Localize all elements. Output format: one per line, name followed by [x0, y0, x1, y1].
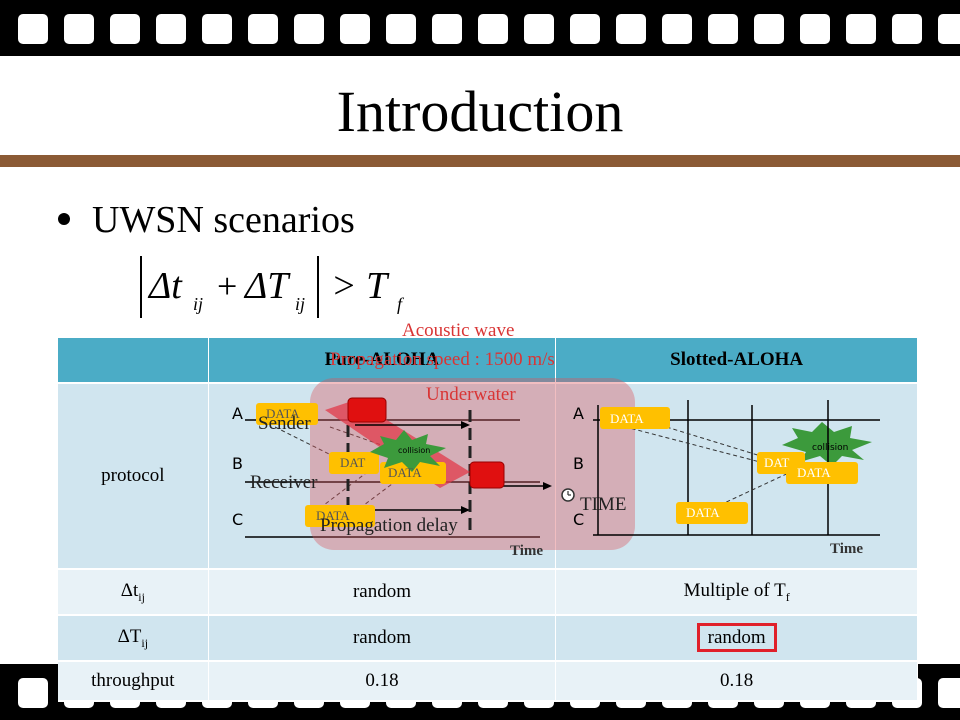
row-label-throughput: throughput	[58, 661, 209, 702]
cell-slotted-dt: Multiple of Tf	[555, 569, 918, 616]
film-hole	[202, 14, 232, 44]
film-hole	[938, 14, 960, 44]
data-label-b2-slotted: DATA	[797, 465, 831, 480]
table-row-DT: ΔTij random random	[58, 615, 918, 662]
film-hole	[616, 14, 646, 44]
clock-time-label: TIME	[580, 494, 627, 515]
formula-DT-sub: ij	[295, 294, 305, 314]
node-a-pure: A	[232, 404, 243, 423]
bullet-dot	[58, 213, 70, 226]
cell-slotted-throughput: 0.18	[555, 661, 918, 702]
film-hole	[478, 14, 508, 44]
node-a-slotted: A	[573, 404, 584, 423]
node-b-slotted: B	[573, 454, 584, 473]
time-label-slotted: Time	[830, 541, 864, 557]
cell-pure-dt: random	[208, 569, 557, 616]
film-hole	[18, 678, 48, 708]
data-label-a-slotted: DATA	[610, 411, 644, 426]
time-label-pure: Time	[510, 543, 544, 559]
film-hole	[938, 678, 960, 708]
propagation-delay-label: Propagation delay	[320, 515, 458, 536]
slide-title: Introduction	[336, 79, 624, 144]
bullet-item: UWSN scenarios	[58, 198, 355, 242]
node-c-pure: C	[232, 510, 244, 529]
data-label-b1-slotted: DAT	[764, 455, 790, 470]
data-label-b1-pure: DAT	[340, 455, 366, 470]
film-hole	[432, 14, 462, 44]
header-slotted-aloha: Slotted-ALOHA	[555, 338, 918, 384]
sender-label: Sender	[258, 413, 311, 434]
acoustic-wave-label: Acoustic wave	[402, 320, 515, 341]
data-label-c-slotted: DATA	[686, 505, 720, 520]
row-label-DT: ΔTij	[58, 615, 209, 662]
data-label-c-pure: DATA	[316, 508, 350, 523]
header-empty	[58, 338, 209, 384]
film-hole	[294, 14, 324, 44]
film-hole	[64, 14, 94, 44]
film-hole	[386, 14, 416, 44]
film-hole	[708, 14, 738, 44]
propagation-speed-label: Propagation speed : 1500 m/s	[330, 349, 555, 370]
film-hole	[340, 14, 370, 44]
film-hole	[18, 14, 48, 44]
film-hole	[248, 14, 278, 44]
highlight-box: random	[696, 623, 777, 652]
data-label-a-pure: DATA	[266, 406, 300, 421]
header-pure-aloha: Pure-ALOHA	[208, 338, 557, 384]
table-header-row: Pure-ALOHA Slotted-ALOHA	[58, 338, 918, 384]
formula-DT: ΔT	[243, 265, 291, 307]
underwater-label: Underwater	[426, 384, 516, 405]
formula-dt-sub: ij	[193, 294, 203, 314]
film-hole	[846, 14, 876, 44]
node-c-slotted: C	[573, 510, 585, 529]
data-label-b2-pure: DATA	[388, 465, 422, 480]
cell-pure-throughput: 0.18	[208, 661, 557, 702]
formula: Δt ij + ΔT ij > T f	[135, 250, 435, 330]
film-hole	[754, 14, 784, 44]
film-hole	[800, 14, 830, 44]
bullet-text: UWSN scenarios	[92, 199, 355, 241]
formula-rhs-sub: f	[397, 294, 405, 314]
row-label-dt: Δtij	[58, 569, 209, 616]
film-hole	[156, 14, 186, 44]
row-label-protocol: protocol	[58, 383, 209, 570]
film-hole	[110, 14, 140, 44]
formula-plus: +	[217, 266, 237, 306]
cell-slotted-DT: random	[555, 615, 918, 662]
formula-svg: Δt ij + ΔT ij > T f	[140, 256, 405, 318]
table-row-throughput: throughput 0.18 0.18	[58, 661, 918, 702]
film-hole	[570, 14, 600, 44]
formula-rhs: > T	[331, 265, 390, 307]
film-hole	[662, 14, 692, 44]
collision-label-pure: collision	[398, 446, 431, 455]
receiver-label: Receiver	[250, 472, 318, 493]
collision-label-slotted: collision	[812, 443, 849, 453]
table-row-dt: Δtij random Multiple of Tf	[58, 569, 918, 616]
node-b-pure: B	[232, 454, 243, 473]
film-hole	[524, 14, 554, 44]
formula-dt: Δt	[147, 265, 183, 307]
title-divider	[0, 155, 960, 167]
film-hole	[892, 14, 922, 44]
table-row-protocol: protocol	[58, 383, 918, 570]
cell-pure-DT: random	[208, 615, 557, 662]
film-strip-top	[0, 0, 960, 56]
